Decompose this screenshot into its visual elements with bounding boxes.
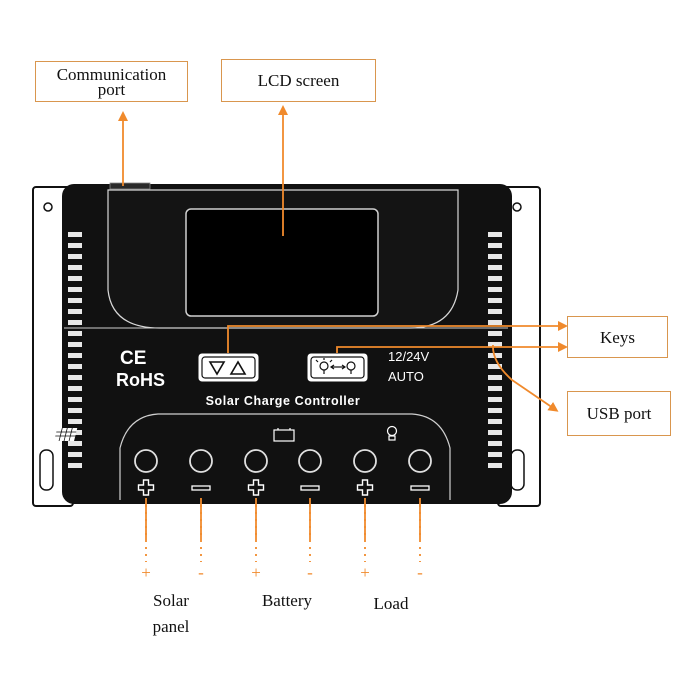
lcd-screen — [185, 208, 379, 317]
terminal-polarity-minus: - — [417, 563, 423, 582]
vent-slot — [68, 375, 82, 380]
vent-slot — [488, 320, 502, 325]
terminal-leaders — [145, 498, 421, 562]
minus-icon — [191, 485, 211, 491]
vent-slot — [68, 441, 82, 446]
callout-communication-port: Communication port — [35, 61, 188, 102]
vent-slot — [488, 463, 502, 468]
label-load: Load — [356, 591, 426, 617]
bulb-icon — [386, 425, 398, 441]
vent-slot — [488, 276, 502, 281]
callout-keys: Keys — [567, 316, 668, 358]
vent-slots-left — [68, 232, 82, 468]
terminal-screw-battery-positive — [244, 449, 268, 473]
vent-slot — [488, 441, 502, 446]
terminal-screw-load-positive — [353, 449, 377, 473]
arrow-keys-upper — [227, 321, 568, 353]
rohs-mark: RoHS — [116, 370, 165, 390]
terminal-bay — [119, 413, 451, 500]
terminal-polarity-minus: - — [198, 563, 204, 582]
vent-slot — [488, 375, 502, 380]
vent-slot — [488, 265, 502, 270]
vent-slot — [68, 419, 82, 424]
vent-slot — [68, 397, 82, 402]
callout-usb-port: USB port — [567, 391, 671, 436]
arrow-keys-lower — [336, 342, 568, 353]
plus-icon — [247, 479, 265, 496]
terminal-screw-solar-negative — [189, 449, 213, 473]
vent-slot — [488, 452, 502, 457]
label-load-text: Load — [373, 594, 409, 613]
callout-lcd-screen-text: LCD screen — [257, 71, 340, 90]
callout-keys-text: Keys — [600, 327, 635, 347]
vent-slot — [488, 298, 502, 303]
terminal-polarity-signs: + - + - + - — [141, 563, 423, 582]
terminal-screw-load-negative — [408, 449, 432, 473]
vent-slot — [68, 309, 82, 314]
voltage-label: 12/24V — [388, 349, 430, 364]
light-mode-key[interactable] — [306, 352, 369, 383]
ce-mark: CE — [120, 348, 146, 369]
vent-slot — [488, 397, 502, 402]
vent-slot — [488, 331, 502, 336]
vent-slot — [488, 232, 502, 237]
terminal-row — [134, 449, 432, 496]
vent-slot — [68, 298, 82, 303]
terminal-polarity-plus: + — [360, 563, 370, 582]
vent-slot — [68, 408, 82, 413]
label-solar-panel-text: Solar panel — [152, 591, 190, 636]
plus-icon — [137, 479, 155, 496]
communication-port — [109, 182, 151, 190]
vent-slot — [68, 386, 82, 391]
terminal-polarity-plus: + — [141, 563, 151, 582]
terminal-polarity-minus: - — [307, 563, 313, 582]
minus-icon — [410, 485, 430, 491]
vent-slot — [68, 276, 82, 281]
callout-communication-port-text: Communication port — [56, 64, 167, 99]
vent-slot — [488, 254, 502, 259]
mode-label: AUTO — [388, 369, 424, 384]
label-battery-text: Battery — [261, 591, 313, 610]
vent-slot — [68, 331, 82, 336]
vent-slot — [68, 342, 82, 347]
vent-slot — [488, 243, 502, 248]
vent-slot — [68, 287, 82, 292]
vent-slot — [68, 452, 82, 457]
vent-slot — [488, 408, 502, 413]
terminal-polarity-plus: + — [251, 563, 261, 582]
label-battery: Battery — [244, 588, 330, 614]
terminal-screw-battery-negative — [298, 449, 322, 473]
vent-slot — [488, 430, 502, 435]
callout-lcd-screen: LCD screen — [221, 59, 376, 102]
vent-slot — [488, 342, 502, 347]
vent-slot — [488, 287, 502, 292]
vent-slot — [68, 265, 82, 270]
battery-icon — [273, 428, 295, 442]
vent-slot — [488, 364, 502, 369]
triangle-down-icon — [208, 361, 226, 376]
vent-slot — [68, 364, 82, 369]
plus-icon — [356, 479, 374, 496]
triangle-up-icon — [229, 360, 247, 375]
callout-usb-port-text: USB port — [586, 404, 652, 423]
vent-slot — [68, 353, 82, 358]
leader-lines — [118, 105, 568, 412]
terminal-screw-solar-positive — [134, 449, 158, 473]
vent-slot — [68, 320, 82, 325]
minus-icon — [300, 485, 320, 491]
solar-panel-icon — [54, 428, 78, 441]
vent-slot — [488, 309, 502, 314]
vent-slot — [488, 386, 502, 391]
arrow-usb-port — [492, 344, 559, 412]
product-name: Solar Charge Controller — [206, 394, 361, 408]
arrow-keys[interactable] — [197, 352, 260, 383]
vent-slot — [68, 243, 82, 248]
vent-slot — [488, 419, 502, 424]
bulb-swap-icon — [315, 358, 356, 374]
vent-slot — [68, 232, 82, 237]
label-solar-panel: Solar panel — [136, 588, 206, 640]
vent-slot — [68, 254, 82, 259]
vent-slot — [68, 463, 82, 468]
